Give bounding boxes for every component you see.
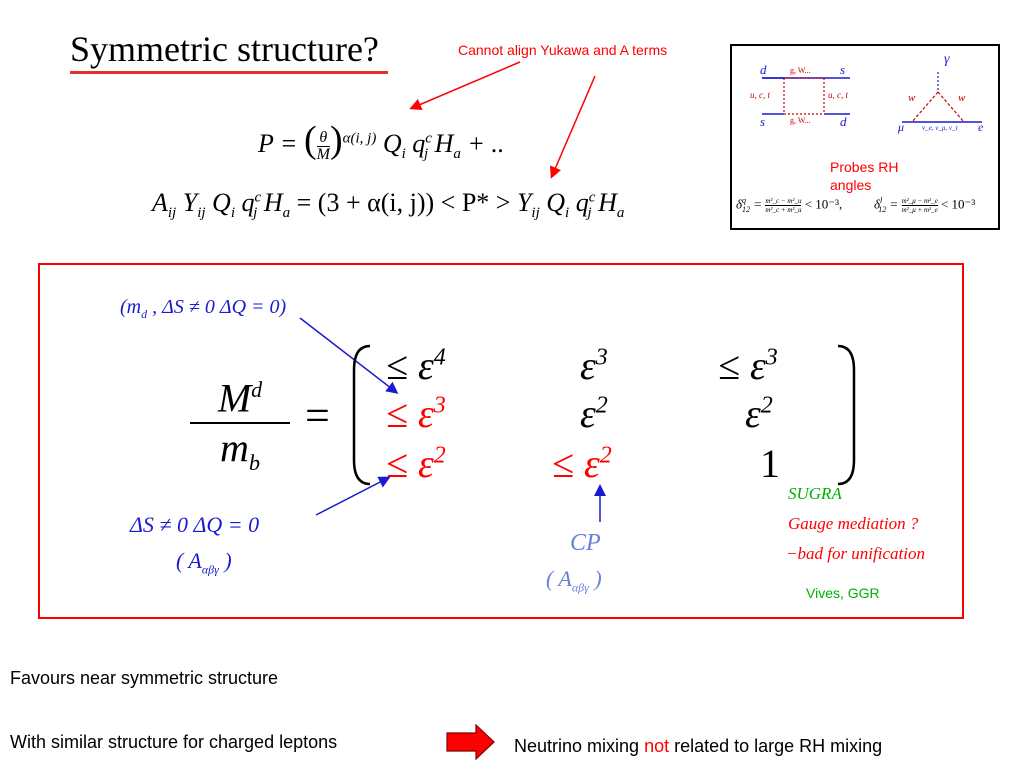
right-bracket [837, 344, 856, 486]
matrix-equals: = [305, 391, 330, 440]
right-arrow-icon [446, 724, 495, 760]
cp-label: CP [570, 530, 601, 556]
probes-note-line1: Probes RH [830, 159, 899, 175]
arrow-to-potential [409, 61, 521, 110]
bad-unification-note: −bad for unification [786, 544, 925, 563]
matrix-cell-1-1: ≤ ε4 [386, 343, 446, 388]
cp-annotation-line2: ( Aαβγ ) [546, 566, 602, 595]
box-squark-right: u, c, t [828, 90, 848, 100]
box-label-d-top: d [760, 62, 767, 77]
feynman-inset: d s s d u, c, t u, c, t g, W... g, W... … [730, 44, 1000, 230]
probes-note: Probes RH angles [830, 158, 898, 194]
arrow-left-annotation [315, 476, 391, 516]
box-label-s-bottom: s [760, 114, 766, 129]
matrix-cell-3-1: ≤ ε2 [386, 441, 446, 486]
sugra-note: SUGRA [788, 484, 842, 503]
matrix-cell-2-2: ε2 [580, 391, 608, 436]
matrix-cell-2-3: ε2 [745, 391, 773, 436]
matrix-brackets [352, 344, 856, 486]
yukawa-note: Cannot align Yukawa and A terms [458, 42, 668, 58]
left-annotation-line1: ΔS ≠ 0 ΔQ = 0 [130, 512, 260, 537]
box-label-d-bottom: d [840, 114, 847, 129]
favours-text: Favours near symmetric structure [10, 668, 279, 688]
slide-title: Symmetric structure? [70, 29, 379, 69]
penguin-e-label: e [978, 120, 984, 134]
matrix-cell-1-3: ≤ ε3 [718, 343, 778, 388]
penguin-nu-label: ν_e, ν_μ, ν_τ [922, 124, 958, 132]
penguin-w-right-line [937, 91, 965, 123]
similar-structure-text: With similar structure for charged lepto… [10, 732, 338, 752]
matrix-cell-1-2: ε3 [580, 343, 608, 388]
arrow-to-trilinear [550, 75, 596, 179]
penguin-w-left-label: w [908, 92, 916, 104]
not-emphasis: not [644, 736, 670, 756]
vives-note: Vives, GGR [806, 585, 880, 601]
penguin-w-left-line [911, 91, 939, 123]
box-label-s-top: s [840, 62, 846, 77]
probes-note-line2: angles [830, 177, 872, 193]
penguin-mu-label: μ [898, 120, 905, 134]
penguin-w-right-label: w [958, 92, 966, 104]
matrix-cell-3-3: 1 [760, 441, 780, 486]
feynman-diagrams [762, 72, 982, 123]
left-bracket [352, 344, 371, 486]
box-squark-left: u, c, t [750, 90, 770, 100]
penguin-gamma-label: γ [944, 52, 950, 67]
arrow-top-annotation [299, 317, 399, 394]
neutrino-result-text: Neutrino mixing not related to large RH … [514, 736, 883, 756]
trilinear-equation: Aij Yij Qi qcj Ha = (3 + α(i, j)) < P* >… [152, 188, 625, 222]
box-gauge-bottom: g, W... [790, 116, 811, 125]
matrix-box [38, 263, 964, 619]
matrix-cell-3-2: ≤ ε2 [552, 441, 612, 486]
title-underline [70, 71, 388, 74]
left-annotation-line2: ( Aαβγ ) [176, 548, 232, 577]
box-gauge-top: g, W... [790, 66, 811, 75]
gauge-mediation-note: Gauge mediation ? [788, 514, 919, 533]
matrix-lhs: Md mb [190, 368, 290, 487]
matrix-cell-2-1: ≤ ε3 [386, 391, 446, 436]
top-annotation: (md , ΔS ≠ 0 ΔQ = 0) [120, 296, 287, 321]
